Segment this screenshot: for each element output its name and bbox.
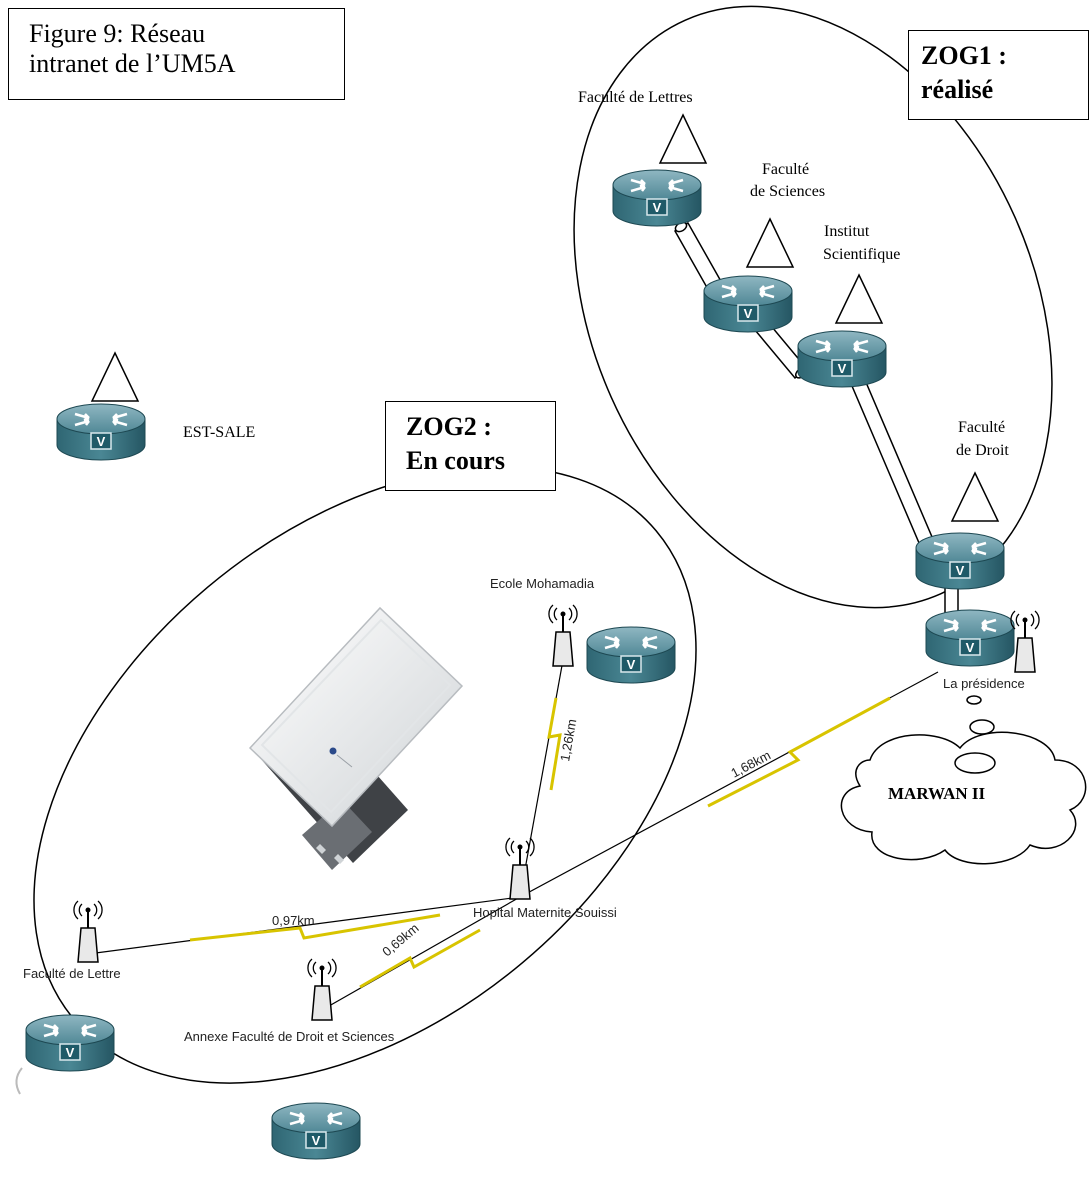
- link-distance-lettre: 0,97km: [272, 913, 315, 928]
- site-label-droit-2: de Droit: [956, 442, 1009, 459]
- router-icon: [914, 531, 1006, 591]
- site-label-annexe: Annexe Faculté de Droit et Sciences: [184, 1029, 395, 1044]
- site-triangle-icon: [746, 218, 794, 268]
- antenna-tower-icon: [1009, 610, 1041, 673]
- ellipse-edge-mark: [15, 1067, 23, 1095]
- site-label-est-sale: EST-SALE: [183, 424, 256, 441]
- zog2-label-box: ZOG2 : En cours: [385, 401, 556, 491]
- zog1-label-box: ZOG1 : réalisé: [908, 30, 1089, 120]
- antenna-panel-image: [248, 606, 464, 870]
- bolt-lettre: [189, 913, 441, 942]
- site-label-lettres: Faculté de Lettres: [578, 89, 693, 106]
- plain-links: [87, 659, 939, 1011]
- link-distance-ecole: 1,26km: [557, 718, 579, 763]
- site-label-sciences-1: Faculté: [762, 161, 810, 178]
- bolt-presidence: [707, 696, 891, 808]
- cloud-label-marwan: MARWAN II: [888, 784, 986, 803]
- router-icon: [585, 625, 677, 685]
- router-icon: [270, 1101, 362, 1161]
- cloud-icon: [840, 731, 1087, 865]
- zog1-label-line-2: réalisé: [921, 75, 994, 104]
- site-triangle-icon: [659, 114, 707, 164]
- antenna-tower-icon: [72, 900, 104, 963]
- site-triangle-icon: [951, 472, 999, 522]
- site-triangle-icon: [91, 352, 139, 402]
- site-label-lettre: Faculté de Lettre: [23, 966, 121, 981]
- thought-bubbles: [954, 695, 996, 774]
- router-icon: [55, 402, 147, 462]
- bolt-ecole: [547, 697, 562, 791]
- router-icon: [702, 274, 794, 334]
- figure-caption-line-2: intranet de l’UM5A: [29, 49, 236, 78]
- site-label-institut-1: Institut: [824, 223, 870, 240]
- router-icon: [24, 1013, 116, 1073]
- site-label-droit-1: Faculté: [958, 419, 1006, 436]
- zog1-label-line-1: ZOG1 :: [921, 41, 1007, 70]
- site-triangle-icon: [835, 274, 883, 324]
- bolt-annexe: [359, 928, 481, 989]
- figure-caption: Figure 9: Réseau intranet de l’UM5A: [8, 8, 345, 100]
- figure-caption-line-1: Figure 9: Réseau: [29, 19, 206, 48]
- antenna-tower-icon: [504, 837, 536, 900]
- site-label-presidence: La présidence: [943, 676, 1025, 691]
- site-label-ecole: Ecole Mohamadia: [490, 576, 595, 591]
- zog2-label-line-1: ZOG2 :: [406, 412, 492, 441]
- antenna-tower-icon: [306, 958, 338, 1021]
- router-icon: [611, 168, 703, 228]
- antenna-tower-icon: [547, 604, 579, 667]
- site-label-institut-2: Scientifique: [823, 246, 901, 263]
- router-icon: [796, 329, 888, 389]
- site-label-hopital: Hopital Maternite Souissi: [473, 905, 617, 920]
- wireless-link-bolts: [189, 696, 891, 989]
- zog2-label-line-2: En cours: [406, 446, 505, 475]
- router-icon: [924, 608, 1016, 668]
- link-distance-annexe: 0,69km: [379, 920, 421, 959]
- zog1-zone-ellipse: [573, 5, 1053, 609]
- site-label-sciences-2: de Sciences: [750, 183, 826, 200]
